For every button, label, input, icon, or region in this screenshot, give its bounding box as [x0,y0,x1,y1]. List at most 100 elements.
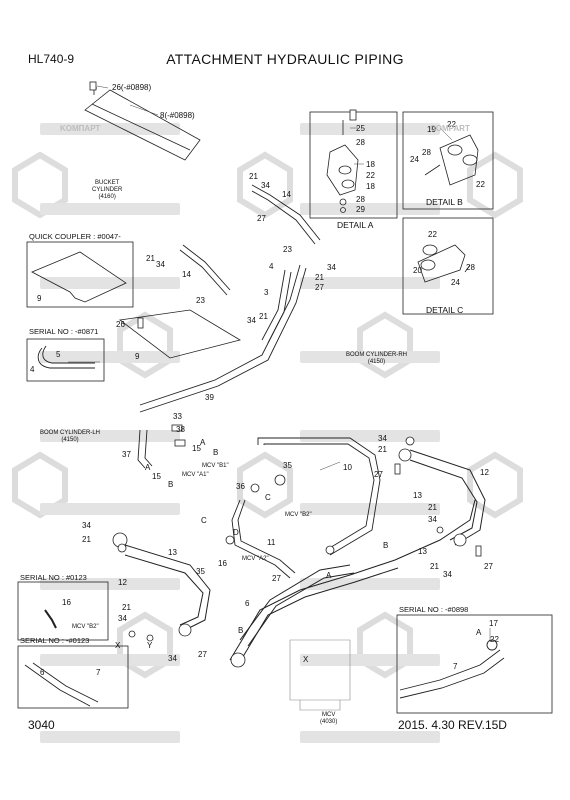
callout-serial-0898: SERIAL NO : -#0898 [399,605,469,614]
part-number: 34 [156,260,165,269]
revision-label: 2015. 4.30 REV.15D [398,718,507,732]
part-number: 14 [182,270,191,279]
part-number: X [303,655,309,664]
detail-b-bracket [424,134,479,186]
pipe-23 [261,269,292,344]
part-number: 23 [283,245,292,254]
part-number: 18 [366,160,375,169]
part-number: 27 [484,562,493,571]
part-number: Y [147,641,153,650]
part-number: A [200,438,206,447]
part-number: 21 [122,603,131,612]
part-number: 22 [447,120,456,129]
pipe-39 [139,264,307,413]
callout-serial-0123-b: SERIAL NO : -#0123 [20,636,90,645]
part-number: 27 [198,650,207,659]
part-number: 28 [356,138,365,147]
part-number: 18 [366,182,375,191]
watermark-text: COMPART [430,124,470,133]
part-number: A [476,628,482,637]
part-number: X [115,641,121,650]
part-number: A [145,463,151,472]
part-number: 13 [413,491,422,500]
callout-mcv-a1: MCV "A1" [182,472,209,478]
part-number: 35 [196,567,205,576]
part-number: 9 [135,352,140,361]
part-number: 27 [374,470,383,479]
part-number: 34 [247,316,256,325]
part-number: 6 [245,599,250,608]
part-number: 9 [37,294,42,303]
part-number: C [201,516,207,525]
callout-quick-coupler: QUICK COUPLER : #0047- [29,232,121,241]
callout-mcv-b2-inset: MCV "B2" [72,624,99,630]
part-number: 21 [428,503,437,512]
serial-0123-a-frame [17,581,109,641]
part-number: 17 [489,619,498,628]
detail-a-bracket [326,120,359,213]
detail-a-title: DETAIL A [337,220,374,230]
part-number: 34 [443,570,452,579]
part-number: 21 [430,562,439,571]
part-number: 26 [116,320,125,329]
part-number: 34 [118,614,127,623]
part-number: 21 [249,172,258,181]
part-number: 22 [428,230,437,239]
part-number: 29 [356,205,365,214]
model-code: HL740-9 [28,52,75,66]
part-number: 22 [366,171,375,180]
callout-serial-0123-a: SERIAL NO : #0123 [20,573,87,582]
callout-part8-note: 8(-#0898) [160,111,195,120]
part-number: 16 [218,559,227,568]
part-number: 39 [205,393,214,402]
part-number: 7 [96,668,101,677]
hose-14-upper [251,184,321,245]
part-number: D [233,528,239,537]
part-number: A [326,571,332,580]
part-number: 15 [152,472,161,481]
detail-b-title: DETAIL B [426,197,463,207]
part-number: 24 [451,278,460,287]
fittings [89,81,482,668]
part-number: 34 [261,181,270,190]
part-number: 7 [453,662,458,671]
callout-mcv-b1: MCV "B1" [202,463,229,469]
part-number: 34 [378,434,387,443]
detail-c-title: DETAIL C [426,305,464,315]
part-number: 34 [82,521,91,530]
callout-mcv-b2: MCV "B2" [285,512,312,518]
part-number: 12 [118,578,127,587]
part-number: 4 [269,262,274,271]
part-number: 27 [257,214,266,223]
part-number: 24 [410,155,419,164]
serial-0871-frame [26,338,105,382]
callout-bucket-cylinder: BUCKET CYLINDER (4160) [92,180,123,200]
part-number: 25 [356,124,365,133]
part-number: 3 [264,288,269,297]
part-number: C [265,493,271,502]
part-number: 37 [122,450,131,459]
part-number: 6 [40,668,45,677]
page-number: 3040 [28,718,55,732]
part-number: B [168,480,174,489]
part-number: 35 [283,461,292,470]
page-title: ATTACHMENT HYDRAULIC PIPING [166,51,404,67]
pipe-bottom [124,544,399,666]
callout-mcv: MCV (4030) [320,712,338,725]
part-number: 22 [490,635,499,644]
part-number: 20 [413,266,422,275]
watermark-text: KOMПАРТ [60,124,101,133]
callout-boom-lh: BOOM CYLINDER-LH (4150) [40,430,101,443]
part-number: 10 [343,463,352,472]
hose-37 [137,429,153,469]
mcv-block [289,639,351,711]
part-number: 12 [480,468,489,477]
leader-lines [68,85,491,640]
detail-b-frame [402,111,494,210]
part-number: B [238,626,244,635]
part-number: 5 [56,350,61,359]
part-number: B [213,448,219,457]
serial-0898-frame [396,614,553,714]
part-number: 33 [173,412,182,421]
